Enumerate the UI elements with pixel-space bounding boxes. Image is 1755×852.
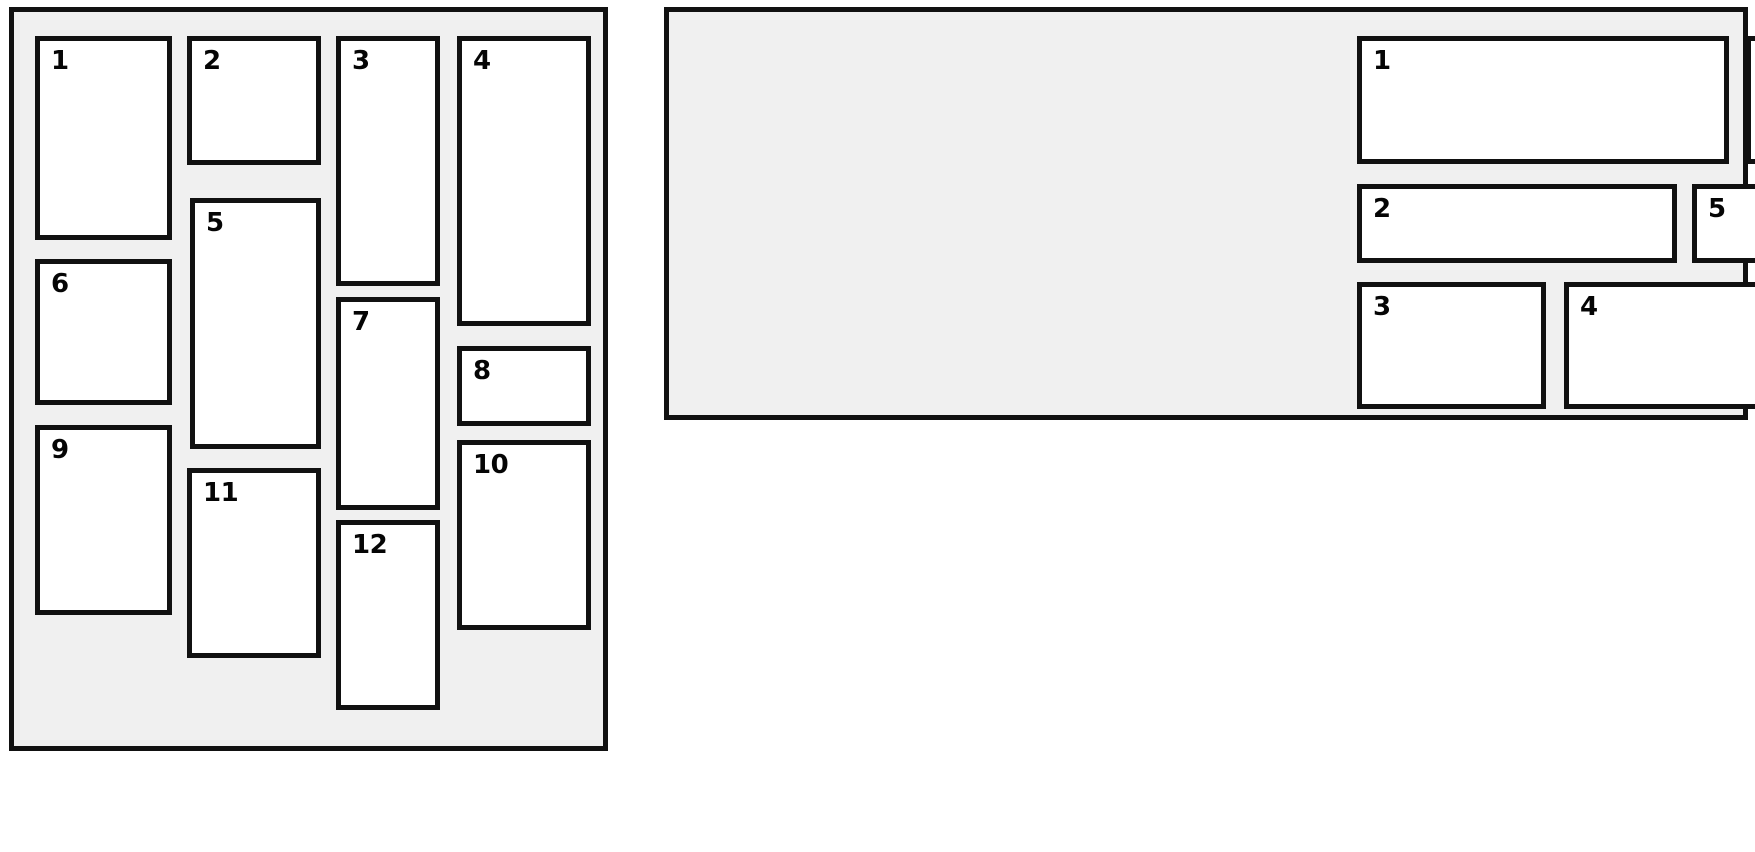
layout-cell[interactable]: 1: [1357, 36, 1729, 164]
layout-cell[interactable]: 6: [1746, 36, 1755, 164]
layout-cell[interactable]: 4: [1564, 282, 1755, 409]
layout-cell-label: 5: [1708, 194, 1726, 224]
layout-cell-label: 9: [51, 435, 69, 465]
layout-cell-label: 6: [51, 269, 69, 299]
layout-cell[interactable]: 2: [187, 36, 321, 165]
layout-cell[interactable]: 1: [35, 36, 172, 240]
layout-cell-label: 5: [206, 208, 224, 238]
layout-cell-label: 2: [203, 46, 221, 76]
layout-cell-label: 4: [473, 46, 491, 76]
layout-cell-label: 4: [1580, 292, 1598, 322]
layout-cell[interactable]: 2: [1357, 184, 1677, 263]
layout-cell-label: 8: [473, 356, 491, 386]
layout-cell-label: 7: [352, 307, 370, 337]
layout-cell[interactable]: 9: [35, 425, 172, 615]
layout-cell-label: 1: [51, 46, 69, 76]
layout-cell-label: 1: [1373, 46, 1391, 76]
layout-cell[interactable]: 7: [336, 297, 440, 510]
layout-cell[interactable]: 11: [187, 468, 321, 658]
layout-cell-label: 3: [352, 46, 370, 76]
layout-cell[interactable]: 6: [35, 259, 172, 405]
layout-cell-label: 3: [1373, 292, 1391, 322]
layout-cell[interactable]: 3: [1357, 282, 1546, 409]
layout-cell[interactable]: 3: [336, 36, 440, 286]
layout-cell[interactable]: 12: [336, 520, 440, 710]
layout-cell-label: 11: [203, 478, 239, 508]
layout-cell-label: 12: [352, 530, 388, 560]
layout-cell[interactable]: 5: [1692, 184, 1755, 263]
layout-cell-label: 10: [473, 450, 509, 480]
layout-cell-label: 2: [1373, 194, 1391, 224]
layout-cell[interactable]: 4: [457, 36, 591, 326]
layout-cell[interactable]: 5: [190, 198, 321, 449]
layout-cell[interactable]: 10: [457, 440, 591, 630]
layout-cell[interactable]: 8: [457, 346, 591, 426]
right-panel: 167259348: [664, 7, 1755, 420]
